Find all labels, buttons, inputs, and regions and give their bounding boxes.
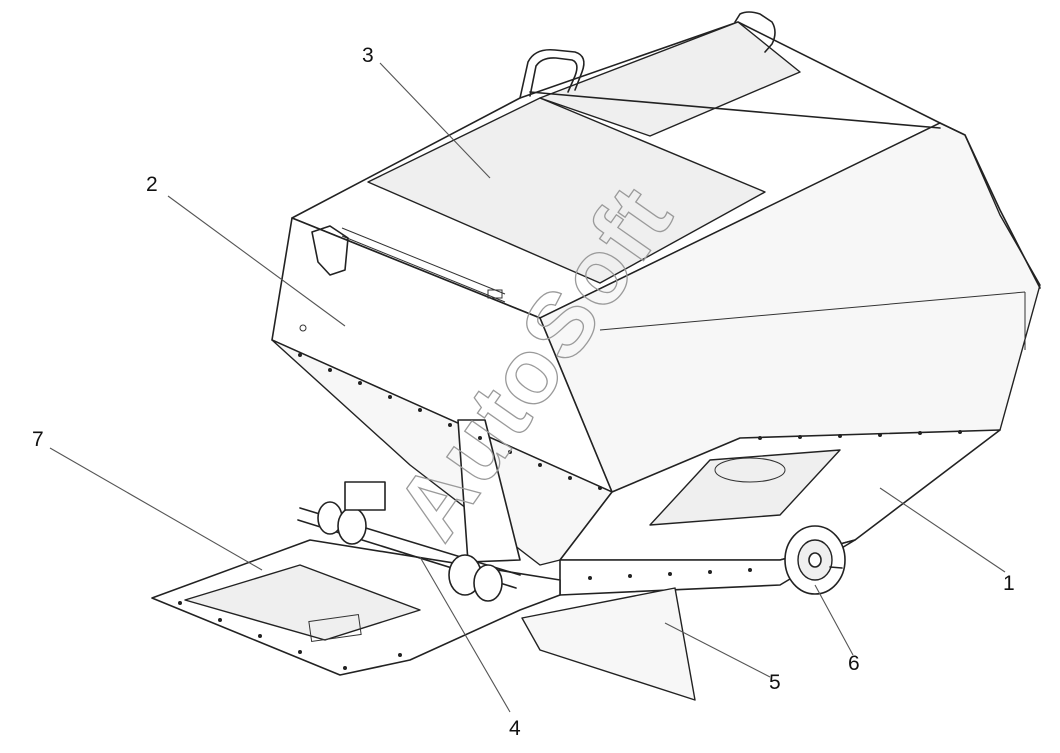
callout-6: 6 [848,652,860,675]
lid-panel-front [367,97,766,284]
callout-5: 5 [769,671,781,694]
front-ledge-lower [341,235,506,303]
leader-6 [814,584,854,656]
leader-lines [49,62,1006,713]
funnel-opening [649,449,841,526]
chute-opening [184,564,421,641]
leader-7 [49,447,263,571]
lid-handle-right [734,11,776,53]
leader-3 [379,62,491,179]
hub-center [808,552,822,568]
shaft-coupling-4 [473,564,503,602]
leader-5 [664,622,771,678]
callout-4: 4 [509,717,521,740]
leader-1 [879,487,1006,573]
chute-slot [308,614,362,642]
lid-assembly [299,11,941,332]
rivets [178,353,962,670]
wheel-hub [784,525,846,595]
callout-7: 7 [32,428,44,451]
callout-2: 2 [146,173,158,196]
leader-4 [419,556,511,713]
hopper-rear-edge [939,122,1041,289]
drive-shaft [297,481,521,602]
side-crease [599,291,1026,331]
callout-3: 3 [362,44,374,67]
callouts: 1 2 3 4 5 6 7 [32,44,1015,740]
hub-axle [829,566,843,569]
shaft-coupling-2 [337,507,367,545]
front-bracket [311,225,349,276]
funnel-hole [714,457,786,483]
rear-flap [521,587,696,701]
lid-rail [529,91,941,129]
funnel-front [271,339,613,566]
latch [487,289,503,299]
lid-handle-left-inner [529,57,578,97]
leader-2 [167,195,346,327]
lid-panel-rear [539,21,801,137]
front-ledge [341,227,506,295]
shaft-bearing [344,481,386,511]
front-hole [299,324,307,332]
support-pillar [457,419,521,563]
lid-handle-left [519,48,585,99]
funnel-base [151,339,1001,701]
callout-1: 1 [1003,572,1015,595]
